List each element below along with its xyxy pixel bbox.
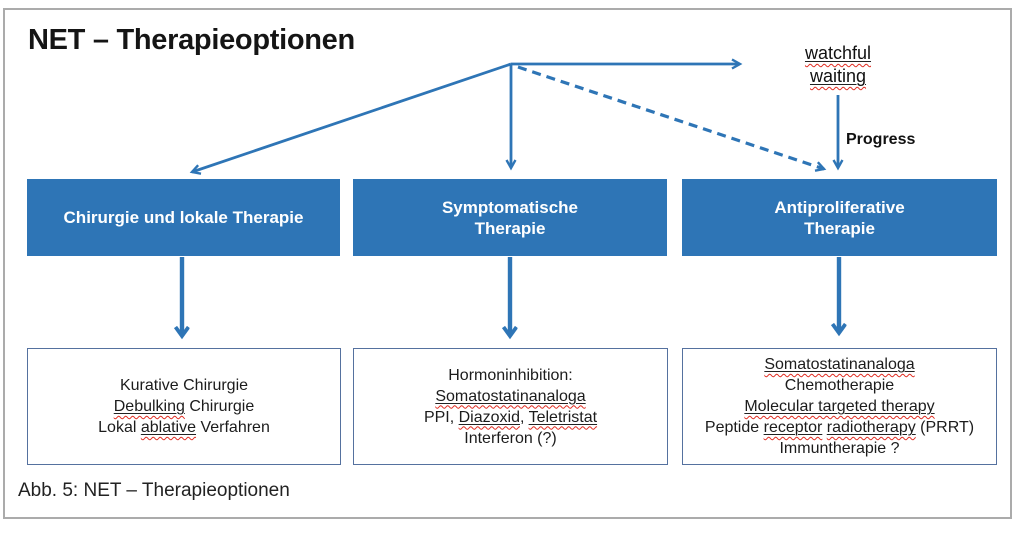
detail-line: Interferon (?)	[464, 429, 557, 447]
detail-box-symptomatic: Hormoninhibition: Somatostatinanaloga PP…	[353, 348, 668, 465]
detail-line: PPI, Diazoxid, Teletristat	[423, 408, 598, 426]
detail-line: Somatostatinanaloga	[435, 386, 585, 407]
detail-box-antiproliferative: Somatostatinanaloga Chemotherapie Molecu…	[682, 348, 997, 465]
watchful-waiting-label: watchful waiting	[786, 42, 890, 88]
spellcheck-underlined-text: watchful	[804, 43, 872, 63]
watchful-waiting-line: waiting	[786, 65, 890, 88]
spellcheck-underlined-text: radiotherapy	[826, 419, 916, 436]
detail-line: Hormoninhibition:	[448, 366, 573, 384]
spellcheck-underlined-text: Somatostatinanaloga	[764, 356, 915, 373]
spellcheck-underlined-text: ablative	[140, 419, 197, 436]
detail-line: Peptide receptor radiotherapy (PRRT)	[704, 419, 975, 436]
spellcheck-underlined-text: Teletristat	[528, 408, 598, 426]
detail-line: Chemotherapie	[784, 377, 895, 394]
figure-caption: Abb. 5: NET – Therapieoptionen	[18, 480, 290, 501]
spellcheck-underlined-text: Debulking	[113, 398, 185, 415]
watchful-waiting-line: watchful	[786, 42, 890, 65]
detail-line: Immuntherapie ?	[779, 440, 900, 457]
detail-line: Debulking Chirurgie	[113, 398, 255, 415]
progress-label: Progress	[846, 131, 916, 148]
header-box-antiproliferative: Antiproliferative Therapie	[682, 179, 997, 256]
page-title: NET – Therapieoptionen	[28, 24, 355, 56]
arrow-root-to-surgery	[192, 62, 512, 172]
detail-line: Kurative Chirurgie	[119, 377, 249, 394]
arrow-dashed-root-to-antiproliferative	[517, 65, 824, 169]
header-box-symptomatic: Symptomatische Therapie	[353, 179, 667, 256]
spellcheck-underlined-text: Molecular targeted therapy	[744, 398, 935, 415]
detail-box-surgery: Kurative Chirurgie Debulking Chirurgie L…	[27, 348, 341, 465]
spellcheck-underlined-text: receptor	[763, 419, 823, 436]
detail-line: Somatostatinanaloga	[764, 354, 914, 375]
detail-line: Lokal ablative Verfahren	[98, 419, 270, 436]
spellcheck-underlined-text: Diazoxid	[458, 408, 520, 426]
detail-line: Molecular targeted therapy	[744, 396, 934, 417]
spellcheck-underlined-text: waiting	[809, 66, 867, 86]
spellcheck-underlined-text: Somatostatinanaloga	[435, 387, 586, 405]
header-box-surgery: Chirurgie und lokale Therapie	[27, 179, 340, 256]
